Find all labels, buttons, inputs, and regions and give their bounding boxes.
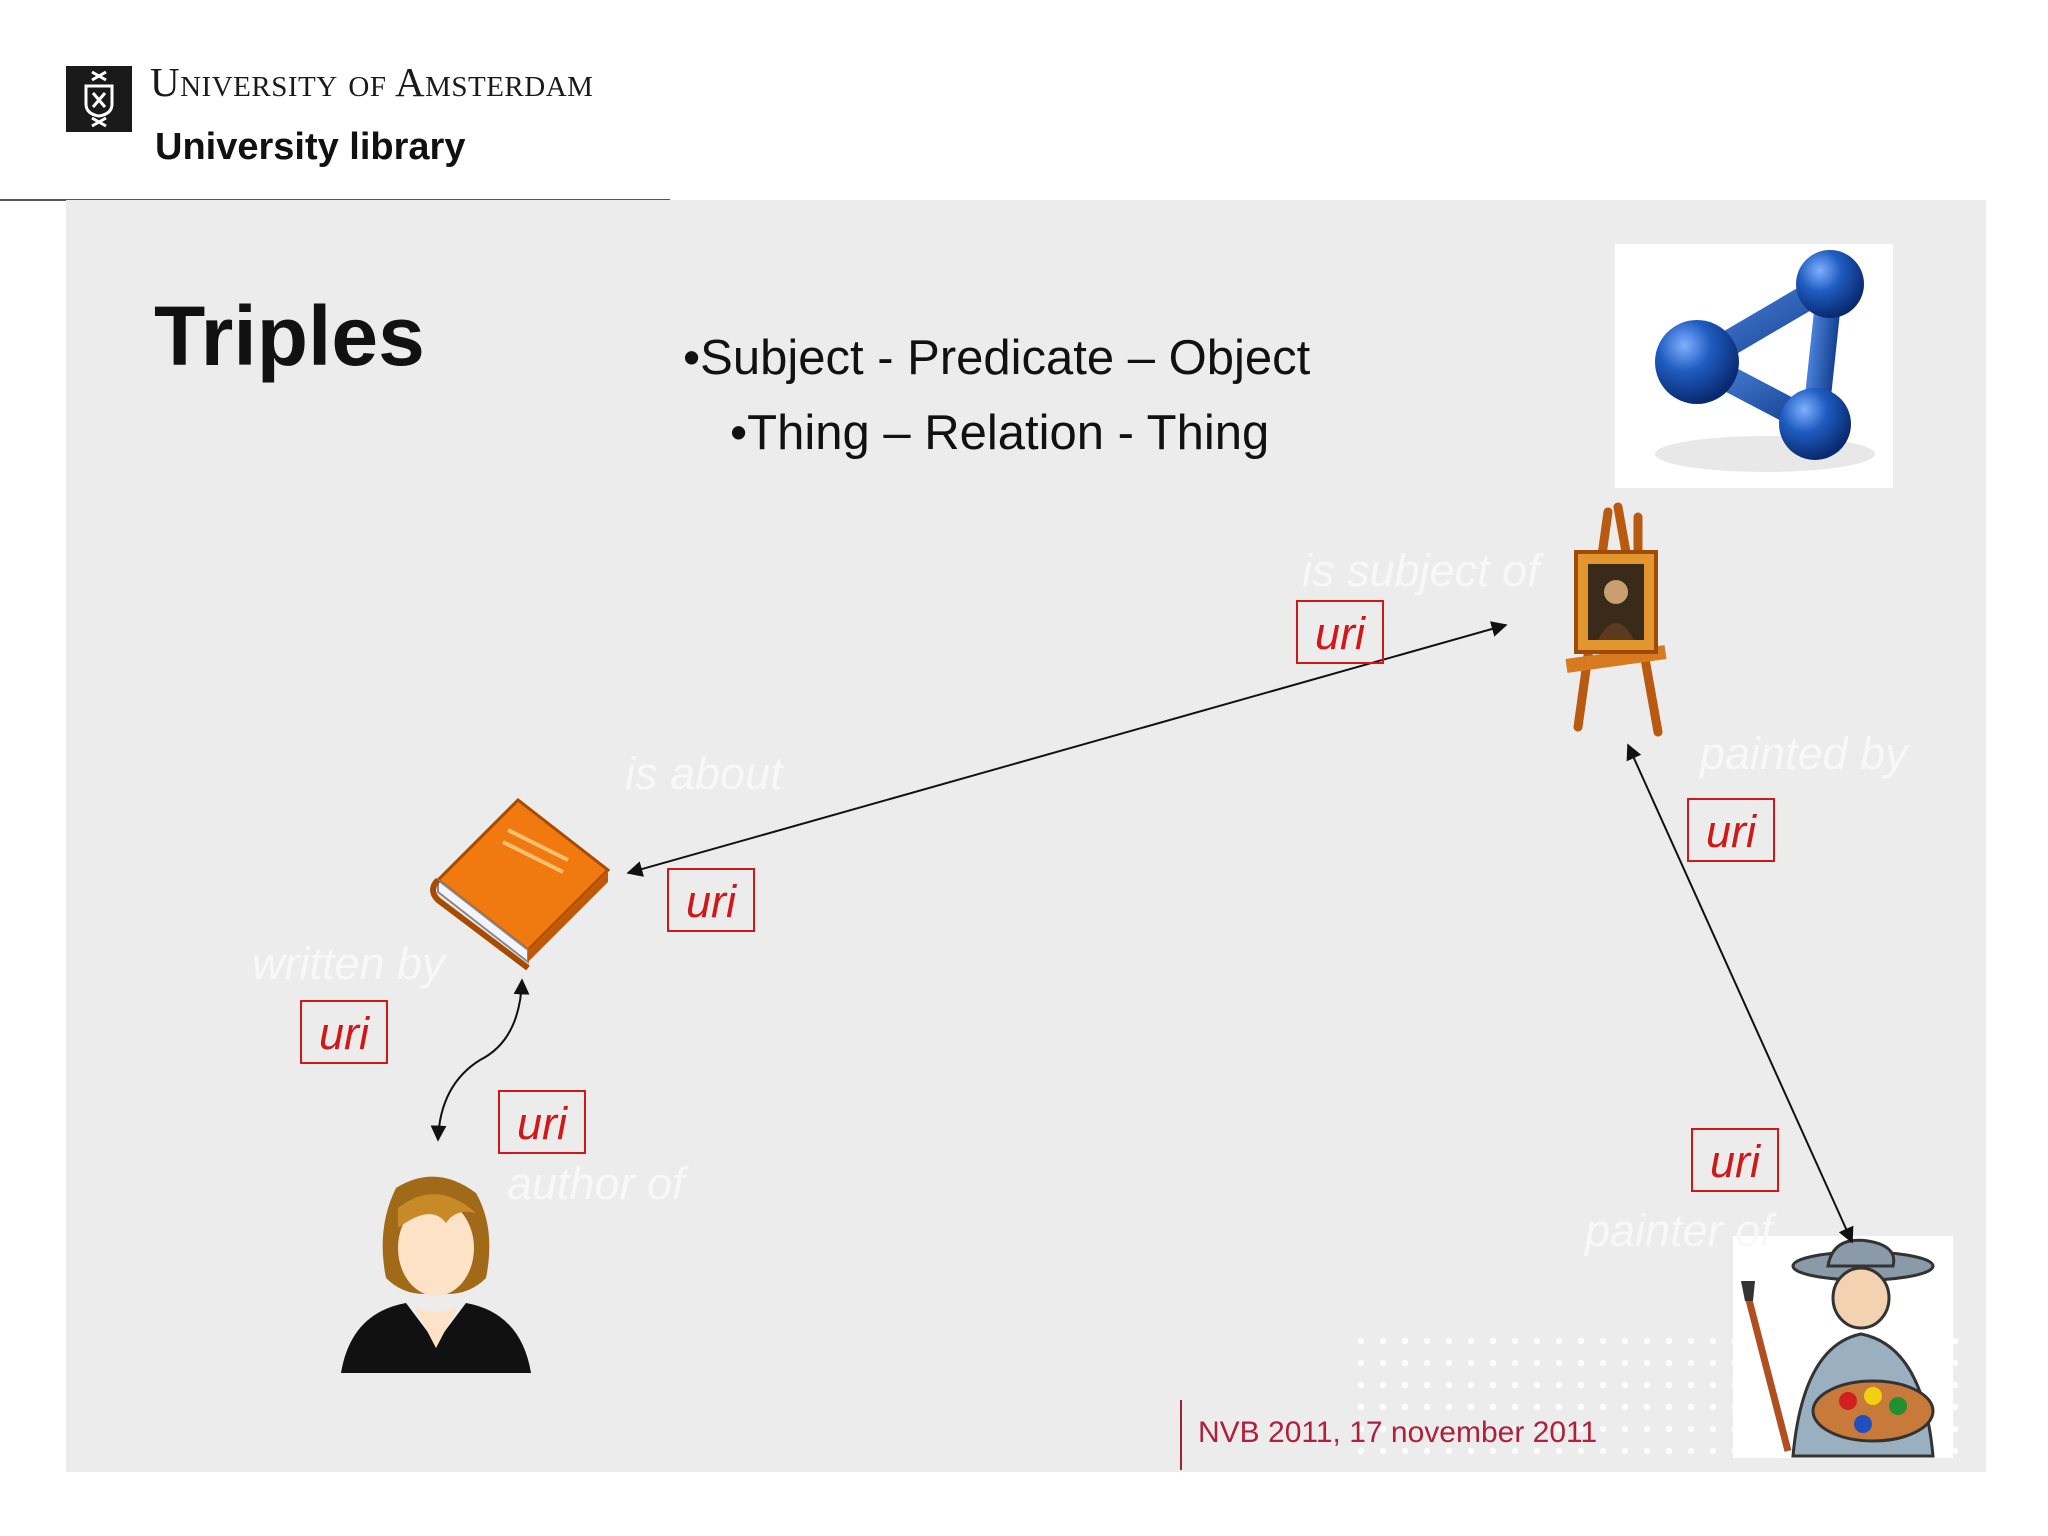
label-is-about: is about [625, 748, 783, 799]
label-author-of: author of [507, 1158, 685, 1209]
uri-box-is-subject-of: uri [1296, 600, 1384, 664]
painter-icon [1733, 1236, 1953, 1458]
uva-logo-icon [66, 66, 132, 132]
bullet-thing-relation-thing: •Thing – Relation - Thing [730, 406, 1270, 460]
rdf-molecule-icon [1615, 244, 1893, 488]
easel-painting-icon [1548, 502, 1688, 742]
footer-date: NVB 2011, 17 november 2011 [1198, 1416, 1598, 1449]
book-icon [418, 790, 618, 971]
uri-box-painted-by: uri [1687, 798, 1775, 862]
label-written-by: written by [252, 938, 445, 989]
slide-title: Triples [154, 289, 425, 383]
bullet-subject-predicate-object: •Subject - Predicate – Object [683, 331, 1311, 385]
uri-box-written-by: uri [300, 1000, 388, 1064]
uri-box-author-of: uri [498, 1090, 586, 1154]
label-painter-of: painter of [1585, 1205, 1773, 1256]
person-icon [336, 1168, 536, 1378]
uri-box-is-about: uri [667, 868, 755, 932]
label-painted-by: painted by [1700, 728, 1908, 779]
university-name: University of Amsterdam [150, 59, 594, 105]
footer-divider [1180, 1400, 1182, 1470]
uri-box-painter-of: uri [1691, 1128, 1779, 1192]
label-is-subject-of: is subject of [1302, 545, 1540, 596]
library-name: University library [155, 126, 466, 168]
